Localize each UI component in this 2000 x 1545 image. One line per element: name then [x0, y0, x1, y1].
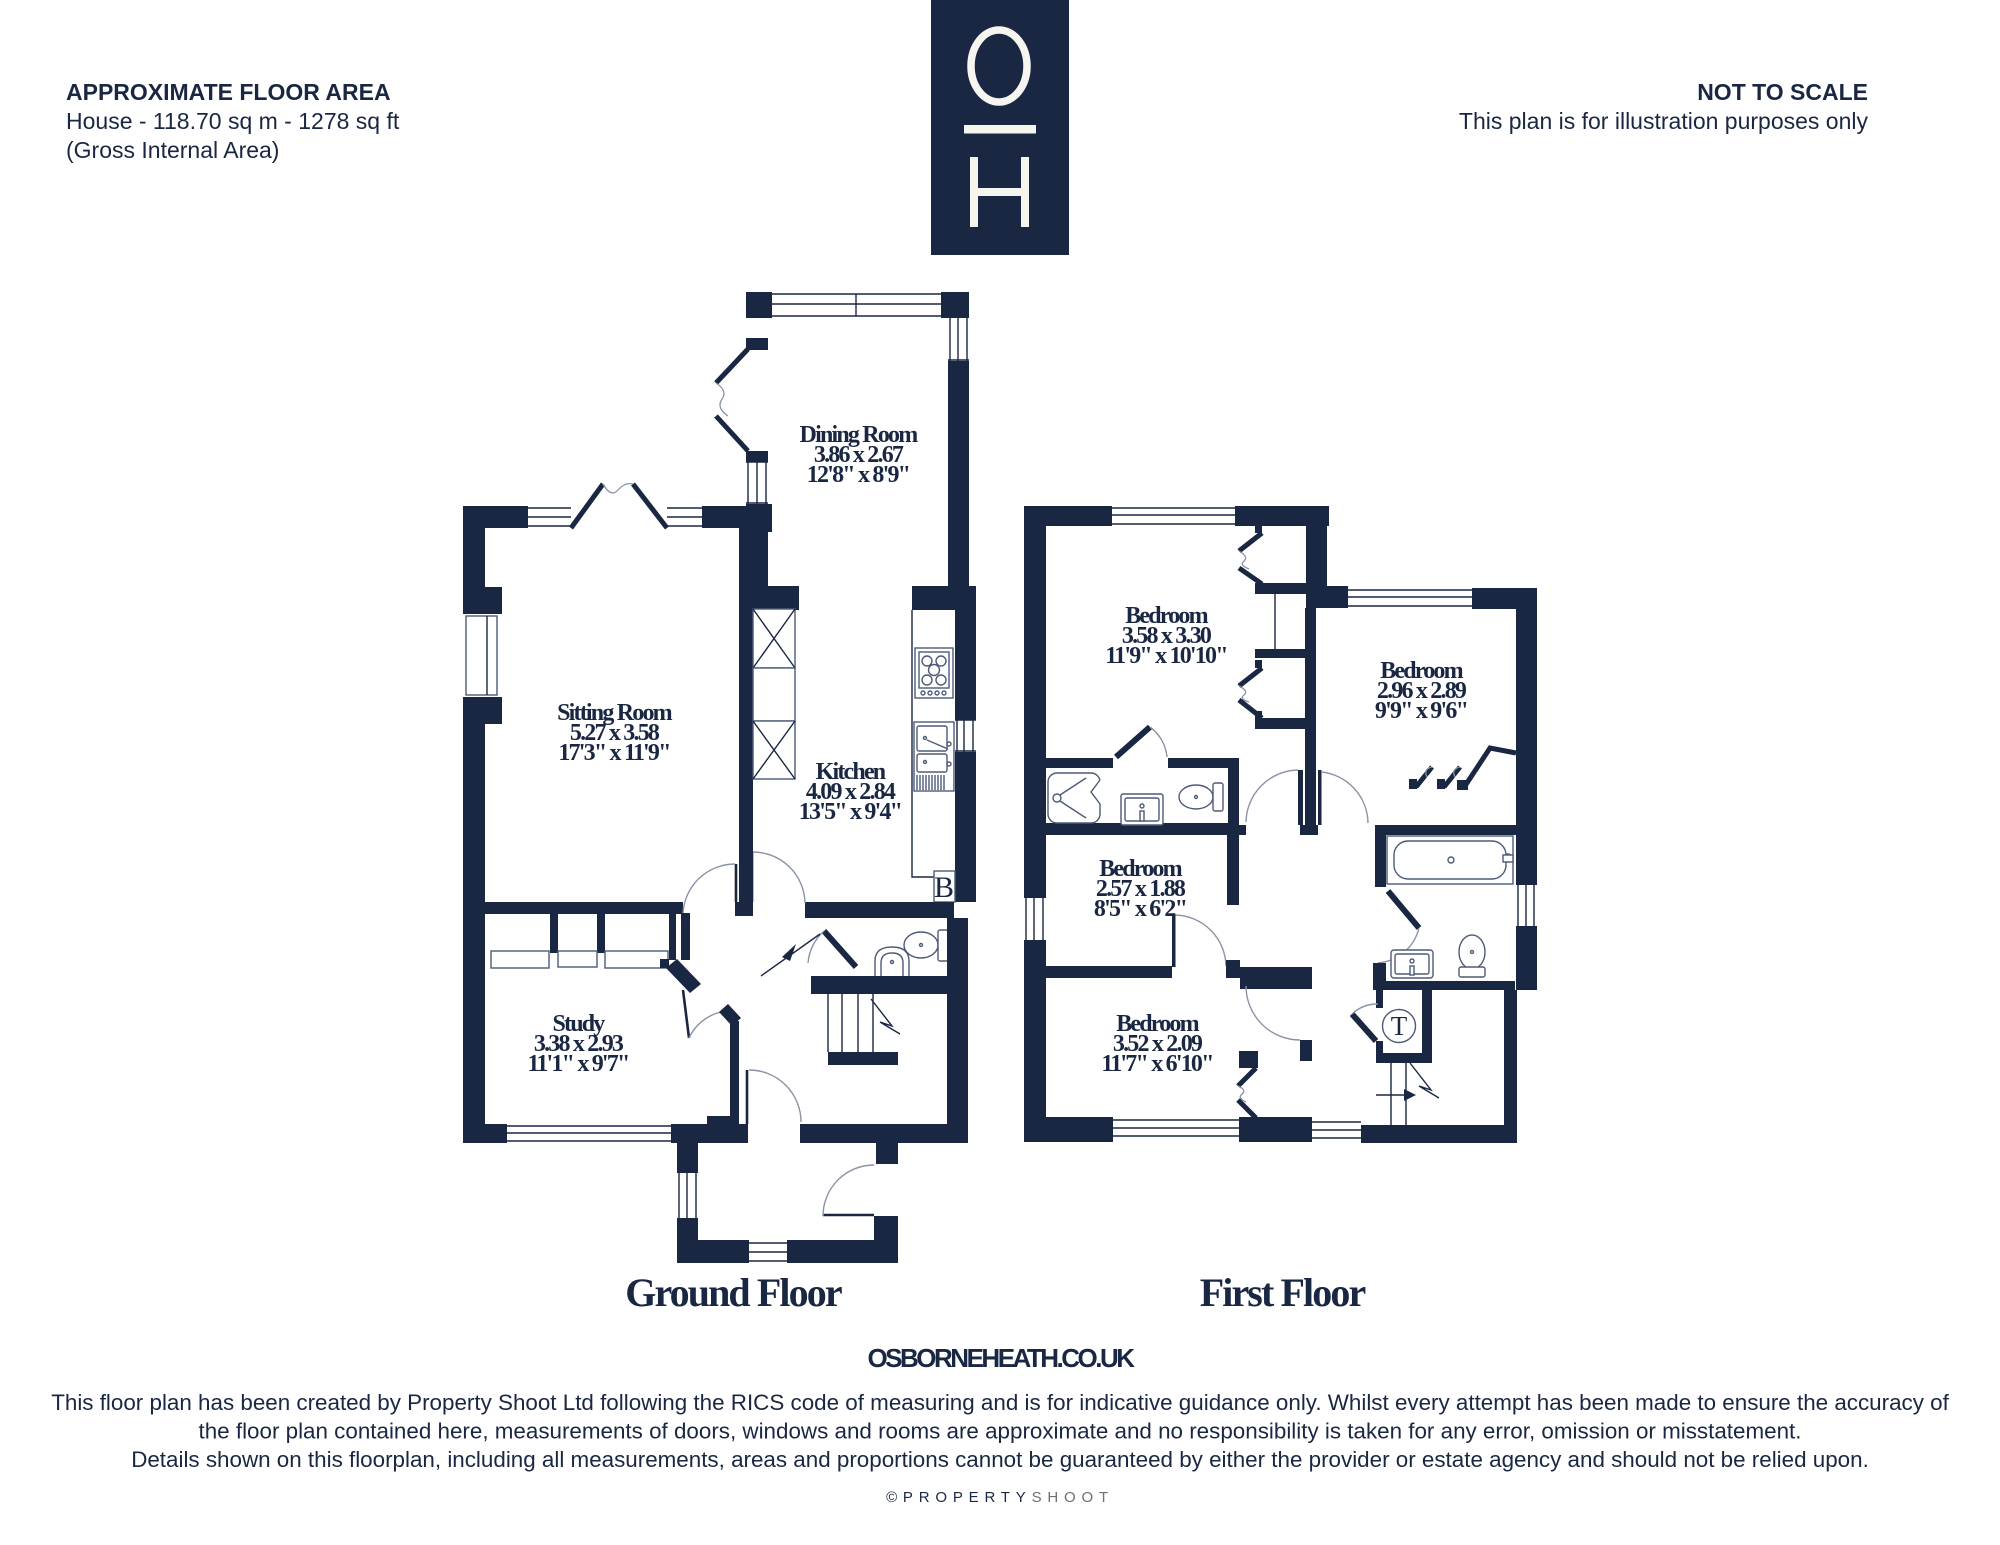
svg-text:T: T	[1391, 1011, 1408, 1041]
svg-text:11'7" x 6'10": 11'7" x 6'10"	[1101, 1051, 1212, 1077]
svg-text:This floor plan has been creat: This floor plan has been created by Prop…	[51, 1390, 1949, 1415]
svg-text:NOT TO SCALE: NOT TO SCALE	[1697, 79, 1868, 105]
svg-text:11'1" x 9'7": 11'1" x 9'7"	[527, 1051, 628, 1077]
svg-text:©PROPERTYSHOOT: ©PROPERTYSHOOT	[886, 1489, 1114, 1506]
svg-text:3.52 x 2.09: 3.52 x 2.09	[1113, 1031, 1203, 1057]
svg-text:2.96 x 2.89: 2.96 x 2.89	[1377, 678, 1467, 704]
svg-text:Bedroom: Bedroom	[1125, 603, 1208, 629]
svg-text:Ground Floor: Ground Floor	[625, 1270, 842, 1315]
svg-text:Dining Room: Dining Room	[800, 422, 919, 448]
svg-text:3.86 x 2.67: 3.86 x 2.67	[814, 442, 904, 468]
svg-text:3.38 x 2.93: 3.38 x 2.93	[534, 1031, 624, 1057]
svg-text:11'9" x 10'10": 11'9" x 10'10"	[1105, 643, 1226, 669]
svg-text:Study: Study	[552, 1011, 605, 1037]
svg-text:8'5" x 6'2": 8'5" x 6'2"	[1094, 896, 1186, 922]
svg-text:Details shown on this floorpla: Details shown on this floorplan, includi…	[131, 1447, 1869, 1472]
svg-text:Bedroom: Bedroom	[1380, 658, 1463, 684]
svg-text:First Floor: First Floor	[1200, 1270, 1366, 1315]
svg-text:House - 118.70 sq m - 1278 sq: House - 118.70 sq m - 1278 sq ft	[66, 108, 400, 134]
svg-text:3.58 x 3.30: 3.58 x 3.30	[1122, 623, 1212, 649]
svg-text:4.09 x 2.84: 4.09 x 2.84	[806, 779, 896, 805]
svg-text:OSBORNEHEATH.CO.UK: OSBORNEHEATH.CO.UK	[867, 1343, 1135, 1373]
svg-text:the floor plan contained here,: the floor plan contained here, measureme…	[199, 1419, 1802, 1444]
svg-text:9'9" x 9'6": 9'9" x 9'6"	[1375, 698, 1467, 724]
svg-text:Kitchen: Kitchen	[816, 759, 886, 785]
svg-text:17'3" x 11'9": 17'3" x 11'9"	[558, 740, 669, 766]
svg-text:5.27 x 3.58: 5.27 x 3.58	[570, 720, 660, 746]
svg-text:(Gross Internal Area): (Gross Internal Area)	[66, 137, 279, 163]
svg-text:Sitting Room: Sitting Room	[557, 700, 673, 726]
svg-text:Bedroom: Bedroom	[1116, 1011, 1199, 1037]
svg-text:2.57 x 1.88: 2.57 x 1.88	[1096, 876, 1186, 902]
svg-text:This plan is for illustration: This plan is for illustration purposes o…	[1459, 108, 1869, 134]
svg-text:B: B	[934, 871, 954, 904]
svg-text:13'5" x 9'4": 13'5" x 9'4"	[799, 799, 901, 825]
svg-text:APPROXIMATE FLOOR AREA: APPROXIMATE FLOOR AREA	[66, 79, 391, 105]
svg-text:12'8" x 8'9": 12'8" x 8'9"	[807, 462, 909, 488]
svg-text:Bedroom: Bedroom	[1099, 856, 1182, 882]
